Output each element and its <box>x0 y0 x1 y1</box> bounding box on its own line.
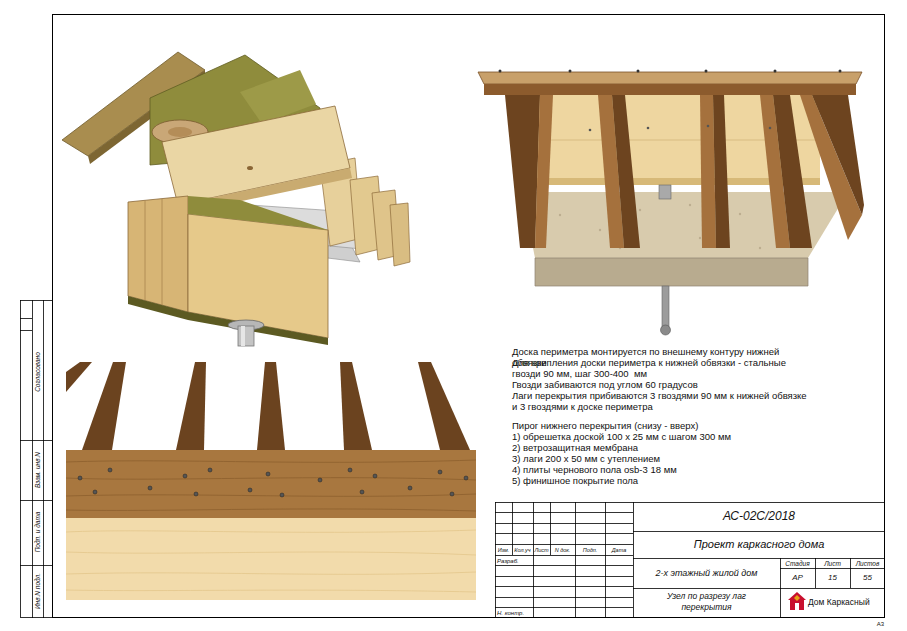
stamp-role: Н. контр. <box>497 609 533 617</box>
sheet-code: АС-02С/2018 <box>633 509 885 523</box>
stamp-header: Лист <box>815 560 850 568</box>
layer-item: 4) плиты чернового пола osb-3 18 мм <box>512 464 812 475</box>
stamp-value: АР <box>780 573 815 583</box>
stamp-header: Кол.уч <box>512 547 533 554</box>
margin-label: Инв.N подл. <box>34 573 42 609</box>
layer-item: 5) финишное покрытие пола <box>512 475 812 486</box>
project-title: Проект каркасного дома <box>633 538 885 551</box>
stamp-header: Лист <box>533 547 550 554</box>
logo-icon <box>788 592 806 610</box>
stamp-header: N док. <box>550 547 575 554</box>
stamp-role: Разраб. <box>497 557 533 565</box>
layer-item: 2) ветрозащитная мембрана <box>512 442 812 453</box>
stamp-header: Изм. <box>495 547 512 554</box>
sheet-format: А3 <box>866 620 884 628</box>
note-text: Для крепления доски периметра к нижней о… <box>512 357 808 379</box>
stamp-header: Подп. <box>575 547 605 554</box>
layer-item: 1) обрешетка доской 100 х 25 мм с шагом … <box>512 431 812 442</box>
stamp-header: Дата <box>605 547 633 554</box>
joist-detail <box>478 70 864 336</box>
corner-detail <box>62 52 410 346</box>
sheet-title: Узел по разрезу лаг перекрытия <box>655 591 758 612</box>
building-name: 2-х этажный жилой дом <box>633 568 780 579</box>
stamp-header: Листов <box>850 560 885 568</box>
stamp-value: 15 <box>815 573 850 583</box>
note-heading: Пирог нижнего перекрытия (снизу - вверх) <box>512 420 812 431</box>
perimeter-board-detail <box>66 362 476 600</box>
layer-item: 3) лаги 200 х 50 мм с утеплением <box>512 453 812 464</box>
company-name: Дом Каркасный <box>808 597 884 607</box>
margin-label: Взам. инв.N <box>34 452 42 488</box>
note-text: Лаги перекрытия прибиваются 3 гвоздями 9… <box>512 390 812 412</box>
margin-label: Подп. и дата <box>34 512 42 553</box>
stamp-header: Стадия <box>780 560 815 568</box>
stamp-value: 55 <box>850 573 885 583</box>
note-text: Гвозди забиваются под углом 60 градусов <box>512 379 812 390</box>
margin-label: Согласовано <box>34 352 42 392</box>
